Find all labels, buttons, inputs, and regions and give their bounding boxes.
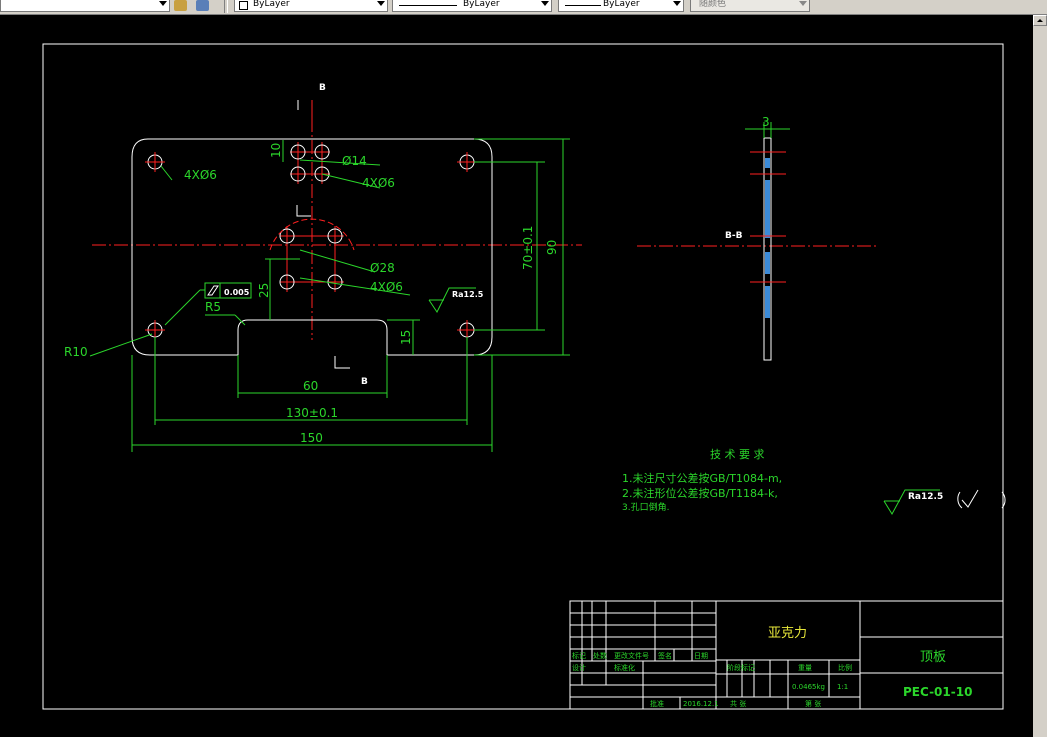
dim-slot-width: 60 bbox=[303, 379, 318, 393]
label-holes-mid: 4XØ6 bbox=[370, 280, 403, 294]
dropdown-arrow-icon bbox=[799, 1, 807, 6]
label-dia-14: Ø14 bbox=[342, 154, 367, 168]
front-view: B B bbox=[64, 83, 582, 452]
tb-drawing-number: PEC-01-10 bbox=[903, 685, 972, 699]
flatness-icon bbox=[207, 285, 219, 296]
section-marks bbox=[296, 100, 350, 369]
dim-hole-offset: 25 bbox=[257, 283, 271, 298]
dimension-lines bbox=[89, 138, 570, 452]
tb-scale: 1:1 bbox=[837, 683, 848, 691]
color-swatch-icon bbox=[239, 1, 248, 10]
dropdown-arrow-icon bbox=[159, 1, 167, 6]
layer-combo[interactable]: ByLayer bbox=[234, 0, 388, 12]
properties-toolbar: ByLayer ByLayer ByLayer 随颜色 bbox=[0, 0, 1047, 15]
flatness-frame bbox=[204, 282, 252, 299]
tb-date: 2016.12.1 bbox=[683, 700, 719, 708]
side-view: 3 B-B bbox=[637, 115, 877, 361]
label-r10: R10 bbox=[64, 345, 88, 359]
hdr-total: 共 张 bbox=[730, 699, 746, 708]
layer-states-icon[interactable] bbox=[174, 0, 187, 11]
tech-item-1: 1.未注尺寸公差按GB/T1084-m, bbox=[622, 471, 782, 485]
label-dia-28: Ø28 bbox=[370, 261, 395, 275]
dim-hole-gap: 10 bbox=[269, 143, 283, 158]
corner-holes bbox=[147, 154, 475, 338]
vertical-scrollbar[interactable] bbox=[1033, 15, 1047, 737]
dim-hole-spacing-y: 70±0.1 bbox=[521, 226, 535, 270]
drawing-canvas[interactable]: B B bbox=[0, 15, 1033, 737]
dim-height: 90 bbox=[545, 240, 559, 255]
hdr-weight: 重量 bbox=[798, 664, 812, 672]
hdr-date: 日期 bbox=[694, 652, 708, 660]
top-hole-group bbox=[290, 144, 330, 182]
dim-hole-spacing-x: 130±0.1 bbox=[286, 406, 338, 420]
tb-weight: 0.0465kg bbox=[792, 683, 825, 691]
section-name: B-B bbox=[725, 231, 743, 241]
tb-part-name: 顶板 bbox=[920, 650, 946, 665]
dropdown-arrow-icon bbox=[377, 1, 385, 6]
scroll-up-button[interactable] bbox=[1033, 15, 1047, 26]
dim-thickness: 3 bbox=[762, 115, 770, 129]
color-combo[interactable] bbox=[0, 0, 170, 12]
section-letter-bottom: B bbox=[361, 377, 368, 387]
dropdown-arrow-icon bbox=[541, 1, 549, 6]
linetype-combo[interactable]: ByLayer bbox=[392, 0, 552, 12]
tech-requirements: 技 术 要 求 1.未注尺寸公差按GB/T1084-m, 2.未注形位公差按GB… bbox=[622, 448, 782, 513]
layer-combo-value: ByLayer bbox=[253, 0, 290, 9]
toolbar-separator bbox=[224, 0, 228, 13]
label-r5: R5 bbox=[205, 300, 221, 314]
hdr-sign: 签名 bbox=[658, 651, 672, 660]
lineweight-combo-value: ByLayer bbox=[603, 0, 640, 9]
lineweight-combo[interactable]: ByLayer bbox=[558, 0, 684, 12]
flatness-value: 0.005 bbox=[224, 288, 250, 297]
plot-style-combo[interactable]: 随颜色 bbox=[690, 0, 810, 12]
plate-outline bbox=[131, 138, 493, 356]
hdr-design: 设计 bbox=[572, 663, 586, 672]
linetype-combo-value: ByLayer bbox=[463, 0, 500, 9]
hdr-count: 处数 bbox=[593, 651, 607, 660]
check-mark-icon bbox=[961, 489, 979, 508]
dropdown-arrow-icon bbox=[673, 1, 681, 6]
roughness-label: Ra12.5 bbox=[452, 290, 484, 299]
hdr-scale: 比例 bbox=[838, 663, 852, 672]
surface-finish-note: Ra12.5 bbox=[883, 489, 1006, 515]
hdr-mark: 标记 bbox=[572, 651, 586, 660]
hdr-doc: 更改文件号 bbox=[614, 651, 649, 660]
tb-material: 亚克力 bbox=[768, 626, 807, 641]
hdr-approve: 批准 bbox=[650, 699, 664, 708]
tech-title: 技 术 要 求 bbox=[710, 448, 765, 461]
section-letter-top: B bbox=[319, 83, 326, 93]
surface-finish-value: Ra12.5 bbox=[908, 492, 943, 502]
side-view-outline bbox=[763, 137, 772, 361]
label-holes-corner: 4XØ6 bbox=[184, 168, 217, 182]
label-holes-top: 4XØ6 bbox=[362, 176, 395, 190]
dim-slot-depth: 15 bbox=[399, 330, 413, 345]
sheet-border bbox=[42, 43, 1004, 710]
hdr-sheet: 第 张 bbox=[805, 699, 821, 708]
lineweight-preview-icon bbox=[565, 5, 601, 6]
bolt-circle-arc bbox=[269, 218, 355, 251]
dim-width: 150 bbox=[300, 431, 323, 445]
hdr-std: 标准化 bbox=[614, 663, 635, 672]
title-block-text: 标记 处数 更改文件号 签名 日期 设计 标准化 阶段标记 重量 比例 批准 2… bbox=[572, 651, 852, 708]
tech-item-3: 3.孔口倒角. bbox=[622, 501, 669, 513]
hdr-stage: 阶段标记 bbox=[727, 663, 755, 672]
title-block bbox=[569, 600, 1004, 710]
plot-style-value: 随颜色 bbox=[699, 0, 727, 9]
tech-item-2: 2.未注形位公差按GB/T1184-k, bbox=[622, 486, 778, 500]
linetype-preview-icon bbox=[399, 5, 457, 6]
layer-previous-icon[interactable] bbox=[196, 0, 209, 11]
